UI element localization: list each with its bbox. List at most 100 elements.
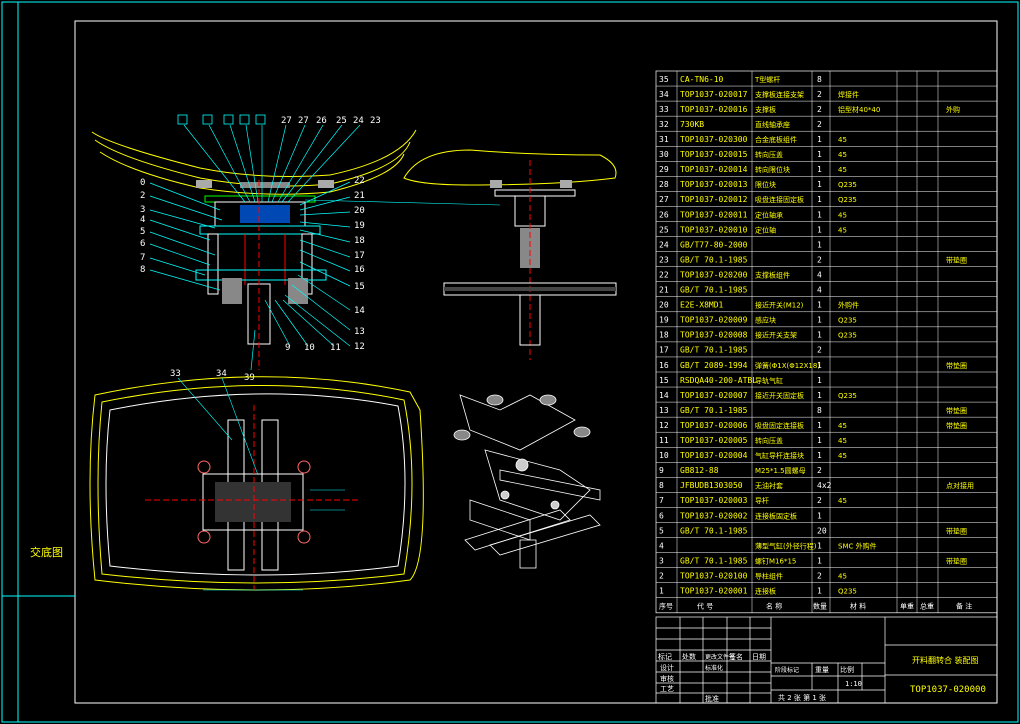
bom-cell-note: 带垫圈 [946,421,967,430]
callout-right-13: 13 [354,327,365,337]
bom-cell-mat: 外购件 [838,301,859,310]
bom-cell-no: 19 [659,316,669,325]
bom-cell-name: 连接板 [755,587,776,596]
callout-right-17: 17 [354,251,365,261]
bom-cell-note: 带垫圈 [946,255,967,264]
bom-cell-code: GB/T 70.1-1985 [680,255,748,264]
bom-cell-mat: Q235 [838,588,857,596]
callout-right-20: 20 [354,206,365,216]
bom-cell-qty: 1 [817,195,822,204]
bom-cell-code: TOP1037-020100 [680,571,748,580]
bom-cell-qty: 1 [817,376,822,385]
tb-standard: 标准化 [705,664,723,672]
bom-cell-code: CA-TN6-10 [680,75,724,84]
bom-cell-code: GB/T77-80-2000 [680,240,748,249]
bom-cell-name: 定位轴承 [755,210,783,219]
bom-header-no: 序号 [659,602,673,611]
bom-cell-name: 转向压盖 [755,150,783,159]
callout-right-21: 21 [354,191,365,201]
bom-cell-qty: 1 [817,391,822,400]
bom-cell-name: M25*1.5圆螺母 [755,466,806,475]
bom-cell-mat: 45 [838,452,847,460]
bom-cell-no: 11 [659,436,669,445]
bom-cell-no: 20 [659,301,669,310]
bom-cell-qty: 1 [817,150,822,159]
bom-cell-mat: 45 [838,136,847,144]
bom-cell-no: 34 [659,90,669,99]
bom-cell-qty: 2 [817,120,822,129]
bom-cell-mat: 45 [838,151,847,159]
bom-cell-qty: 2 [817,90,822,99]
bom-cell-qty: 1 [817,240,822,249]
bom-cell-mat: 45 [838,497,847,505]
bom-cell-no: 21 [659,286,669,295]
tb-drawing-no: TOP1037-020000 [910,685,986,695]
bom-cell-no: 15 [659,376,669,385]
bom-cell-name: 连接板固定板 [755,511,797,520]
tb-mark: 标记 [658,652,672,661]
bom-cell-code: GB/T 70.1-1985 [680,556,748,565]
callout-right-15: 15 [354,282,365,292]
bom-cell-no: 4 [659,541,664,550]
side-view [304,149,617,360]
bom-cell-mat: Q235 [838,317,857,325]
bom-cell-no: 2 [659,571,664,580]
tb-process: 工艺 [660,685,674,693]
bom-cell-name: 限位块 [755,180,776,189]
tb-sign: 签名 [729,652,743,661]
bom-cell-qty: 1 [817,361,822,370]
callout-11: 11 [330,343,341,353]
bom-cell-no: 23 [659,255,669,264]
bom-cell-qty: 1 [817,587,822,596]
bom-cell-name: 支撑板连接支架 [755,90,804,99]
bom-cell-qty: 20 [817,526,827,535]
bom-cell-qty: 2 [817,571,822,580]
callout-9: 9 [285,343,290,353]
bom-cell-no: 18 [659,331,669,340]
callout-left-5: 5 [140,227,145,237]
bom-cell-name: 弹簧(Φ1X(Φ12X18) [755,361,820,370]
bom-header-total: 总重 [920,602,934,611]
bom-cell-qty: 2 [817,255,822,264]
tb-sheet: 共 2 张 第 1 张 [778,693,826,702]
bom-cell-mat: 45 [838,166,847,174]
bom-cell-code: TOP1037-020001 [680,587,748,596]
tb-stage: 阶段标记 [775,666,799,674]
bom-header-qty: 数量 [813,602,827,611]
callout-left-4: 4 [140,215,145,225]
bom-cell-code: TOP1037-020008 [680,331,748,340]
tb-weight: 重量 [815,666,829,674]
bom-header-unit: 单重 [900,602,914,611]
bom-cell-note: 带垫圈 [946,556,967,565]
tb-approve: 批准 [705,694,719,703]
bom-cell-code: TOP1037-020300 [680,135,748,144]
callout-left-2: 2 [140,191,145,201]
bom-cell-no: 29 [659,165,669,174]
bom-cell-mat: Q235 [838,332,857,340]
bom-cell-qty: 2 [817,496,822,505]
bom-cell-qty: 8 [817,406,822,415]
bom-cell-qty: 2 [817,105,822,114]
bom-cell-name: 吸盘固定连接板 [755,421,804,430]
bom-cell-no: 5 [659,526,664,535]
bom-cell-qty: 1 [817,331,822,340]
bom-cell-code: RSDQA40-200-ATBL [680,376,757,385]
bom-cell-qty: 1 [817,556,822,565]
bom-cell-no: 8 [659,481,664,490]
callout-27a: 27 [281,116,292,126]
bom-cell-name: 感应块 [755,316,776,325]
tb-scale-label: 比例 [840,665,854,674]
bom-cell-mat: 45 [838,572,847,580]
bom-cell-code: JFBUDB1303050 [680,481,743,490]
bom-cell-no: 32 [659,120,669,129]
tb-scale: 1:10 [845,680,862,688]
bom-cell-mat: 45 [838,422,847,430]
callout-right-16: 16 [354,265,365,275]
bom-cell-mat: 45 [838,211,847,219]
bom-cell-qty: 1 [817,301,822,310]
bom-cell-code: TOP1037-020002 [680,511,748,520]
bom-cell-name: 定位轴 [755,225,776,234]
bom-cell-mat: 45 [838,437,847,445]
